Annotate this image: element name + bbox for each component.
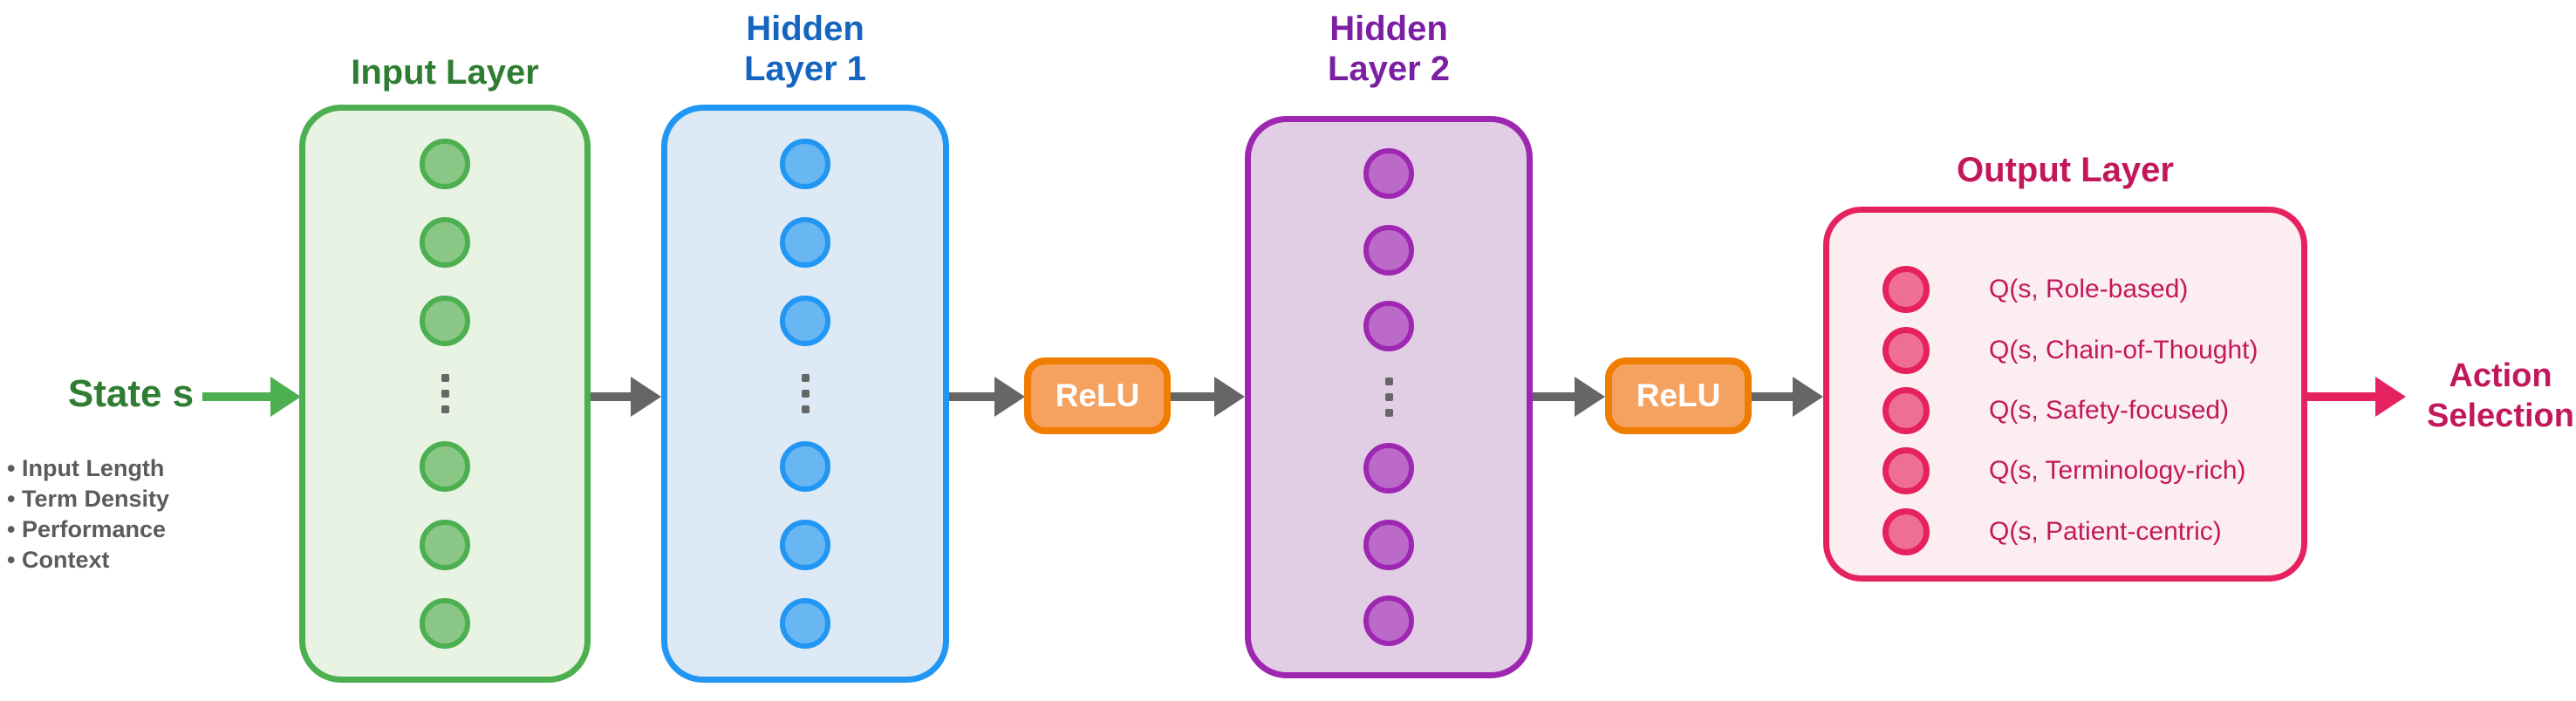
neuron-node [1882, 266, 1930, 314]
neuron-node [1363, 596, 1414, 647]
relu1-block: ReLU [1024, 357, 1171, 434]
ellipsis-dot [1384, 378, 1393, 385]
state-feature-list: Input LengthTerm DensityPerformanceConte… [7, 453, 251, 575]
state-feature-item: Context [7, 545, 251, 575]
output-neuron-row: Q(s, Terminology-rich) [1829, 447, 2301, 495]
ellipsis-dot [441, 405, 449, 413]
arrow-head-icon [994, 377, 1025, 417]
arrow-shaft [1171, 392, 1214, 401]
q-value-label: Q(s, Patient-centric) [1989, 516, 2222, 546]
state-label: State s [67, 372, 195, 415]
action-selection-label: Action Selection [2427, 357, 2574, 434]
neuron-node [1882, 507, 1930, 555]
q-value-label: Q(s, Chain-of-Thought) [1989, 335, 2258, 364]
arrow-head-icon [631, 377, 661, 417]
neuron-node [1882, 386, 1930, 434]
neuron-node [420, 598, 470, 649]
neuron-node [420, 520, 470, 570]
neuron-node [1363, 519, 1414, 570]
output-neuron-row: Q(s, Patient-centric) [1829, 507, 2301, 555]
neuron-node [1363, 147, 1414, 199]
output-neuron-row: Q(s, Safety-focused) [1829, 386, 2301, 434]
hidden2-to-relu2-arrow [1533, 377, 1605, 417]
ellipsis-icon [801, 374, 810, 413]
arrow-shaft [2303, 392, 2375, 401]
neuron-node [420, 441, 470, 492]
output-layer-title: Output Layer [1957, 151, 2174, 189]
arrow-head-icon [270, 377, 301, 417]
hidden-layer1-box [661, 105, 949, 683]
ellipsis-dot [441, 374, 449, 382]
output-neuron-row: Q(s, Chain-of-Thought) [1829, 326, 2301, 374]
neuron-node [420, 217, 470, 268]
ellipsis-dot [801, 390, 810, 398]
output-to-action-arrow [2303, 377, 2406, 417]
arrow-shaft [1533, 392, 1575, 401]
arrow-head-icon [1214, 377, 1245, 417]
neuron-node [420, 139, 470, 189]
neuron-node [1363, 442, 1414, 493]
neuron-node [780, 598, 830, 649]
ellipsis-icon [441, 374, 449, 413]
state-feature-item: Term Density [7, 484, 251, 514]
arrow-shaft [948, 392, 994, 401]
input-layer-box [299, 105, 591, 683]
relu2-block: ReLU [1605, 357, 1752, 434]
input-layer-title: Input Layer [351, 53, 539, 92]
ellipsis-dot [1384, 393, 1393, 401]
ellipsis-dot [1384, 409, 1393, 417]
output-layer-box: Q(s, Role-based) Q(s, Chain-of-Thought) Q(… [1823, 207, 2307, 582]
ellipsis-dot [801, 374, 810, 382]
output-neuron-row: Q(s, Role-based) [1829, 266, 2301, 314]
hidden-layer1-title: Hidden Layer 1 [743, 10, 867, 88]
arrow-shaft [591, 392, 631, 401]
arrow-shaft [202, 392, 270, 401]
relu2-to-output-arrow [1752, 377, 1823, 417]
hidden-layer2-title: Hidden Layer 2 [1327, 10, 1451, 88]
state-feature-item: Input Length [7, 453, 251, 484]
neuron-node [780, 520, 830, 570]
arrow-head-icon [1575, 377, 1605, 417]
neuron-node [1363, 301, 1414, 352]
ellipsis-dot [801, 405, 810, 413]
neuron-node [1363, 224, 1414, 276]
state-feature-item: Performance [7, 514, 251, 545]
q-value-label: Q(s, Safety-focused) [1989, 395, 2230, 425]
ellipsis-icon [1384, 378, 1393, 417]
hidden-layer2-box [1245, 116, 1533, 678]
neuron-node [420, 296, 470, 346]
arrow-head-icon [2375, 377, 2406, 417]
arrow-head-icon [1793, 377, 1823, 417]
neuron-node [780, 441, 830, 492]
neuron-node [1882, 447, 1930, 495]
q-value-label: Q(s, Terminology-rich) [1989, 456, 2246, 486]
neuron-node [780, 296, 830, 346]
state-to-input-arrow [202, 377, 301, 417]
hidden1-to-relu1-arrow [948, 377, 1025, 417]
neuron-node [780, 217, 830, 268]
arrow-shaft [1752, 392, 1793, 401]
q-value-label: Q(s, Role-based) [1989, 275, 2189, 304]
relu1-to-hidden2-arrow [1171, 377, 1245, 417]
ellipsis-dot [441, 390, 449, 398]
input-to-hidden1-arrow [591, 377, 661, 417]
neuron-node [1882, 326, 1930, 374]
neuron-node [780, 139, 830, 189]
